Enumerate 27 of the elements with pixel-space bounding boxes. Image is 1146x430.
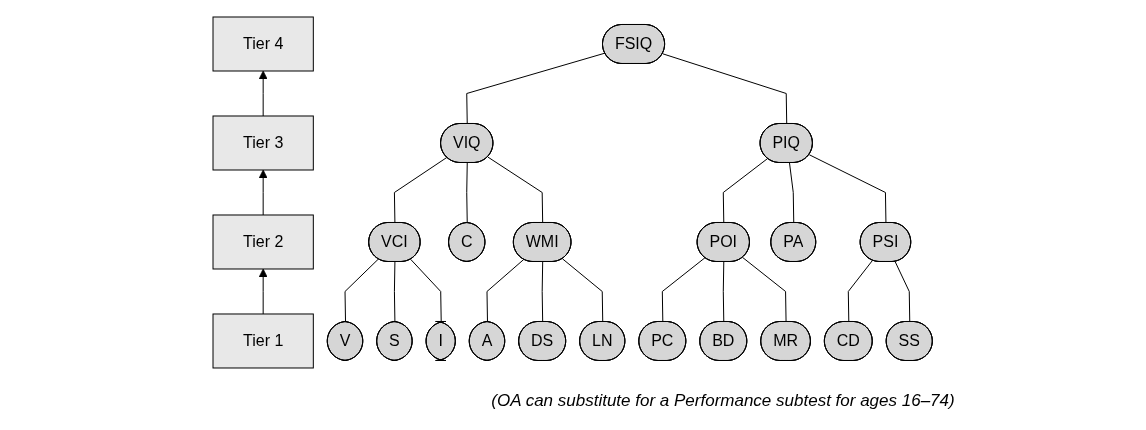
connector [723,261,725,323]
connector [789,162,795,224]
connector [466,162,469,224]
connector [662,53,788,125]
connector [809,154,887,224]
connector [394,156,448,224]
arrow [259,70,268,117]
node-box: Tier 2 [212,214,315,270]
connector [410,258,443,323]
connector [542,261,544,323]
connector [466,52,606,125]
connector [723,158,769,224]
connector [848,259,874,323]
connector [742,257,787,323]
connector [394,261,396,323]
caption: (OA can substitute for a Performance subtest for ages 16–74) [490,391,956,411]
node-box: Tier 3 [212,115,315,171]
connector [895,261,911,323]
connector [662,257,706,323]
node-box: Tier 1 [212,313,315,369]
connector [487,156,544,224]
connector [486,258,525,323]
arrow [259,169,268,216]
connector [344,258,380,323]
connector [562,258,604,323]
node-box: Tier 4 [212,16,315,72]
arrow [259,268,268,315]
